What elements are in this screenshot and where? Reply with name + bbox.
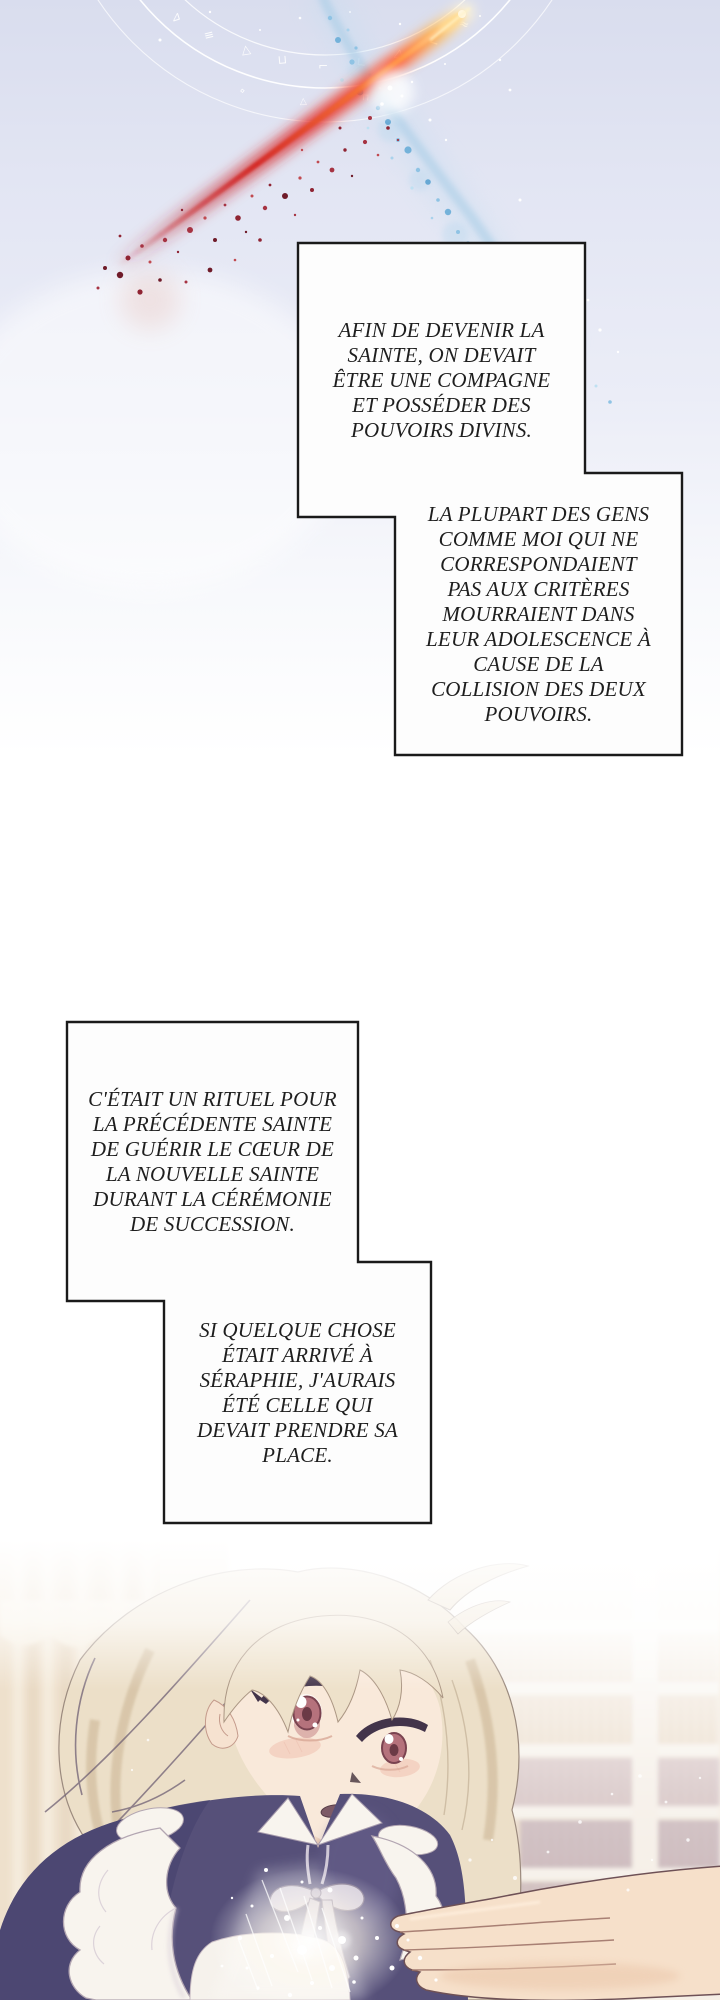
narration-text-2: LA PLUPART DES GENS COMME MOI QUI NE COR… — [426, 501, 651, 726]
panel-top-fade — [0, 1540, 720, 1690]
svg-text:△: △ — [240, 42, 252, 57]
svg-text:△: △ — [300, 97, 308, 107]
ear — [205, 1699, 239, 1749]
svg-text:⋄: ⋄ — [239, 86, 246, 97]
eye-left — [356, 1717, 428, 1771]
magic-energy-art: ⊿ ≡ △ ⊔ ⌐ ∟ △ ∠ ≈ △ ⊓ ⋄ — [0, 0, 620, 590]
magic-glow — [210, 1862, 410, 2000]
soft-light-glow — [0, 270, 350, 590]
reaching-hand — [390, 1865, 720, 2000]
blush — [269, 1737, 420, 1778]
nose — [350, 1772, 361, 1783]
collar-right — [316, 1793, 383, 1846]
svg-text:≡: ≡ — [202, 27, 215, 43]
svg-text:⊿: ⊿ — [169, 8, 183, 24]
narration-text-4: SI QUELQUE CHOSE ÉTAIT ARRIVÉ À SÉRAPHIE… — [197, 1317, 398, 1467]
apron-ruffle-left — [62, 1827, 193, 2000]
red-particles — [96, 116, 400, 295]
collar-left — [257, 1797, 320, 1846]
svg-text:⌐: ⌐ — [318, 59, 328, 73]
sparkles — [130, 1738, 702, 1998]
narration-text-1: AFIN DE DEVENIR LA SAINTE, ON DEVAIT ÊTR… — [332, 317, 551, 442]
red-energy-streak — [96, 3, 474, 330]
maid-girl-scene — [0, 1540, 720, 2000]
narration-text-3: C'ÉTAIT UN RITUEL POUR LA PRÉCÉDENTE SAI… — [88, 1086, 337, 1236]
illustration-panel — [0, 1540, 720, 2000]
svg-text:⊔: ⊔ — [277, 52, 288, 67]
